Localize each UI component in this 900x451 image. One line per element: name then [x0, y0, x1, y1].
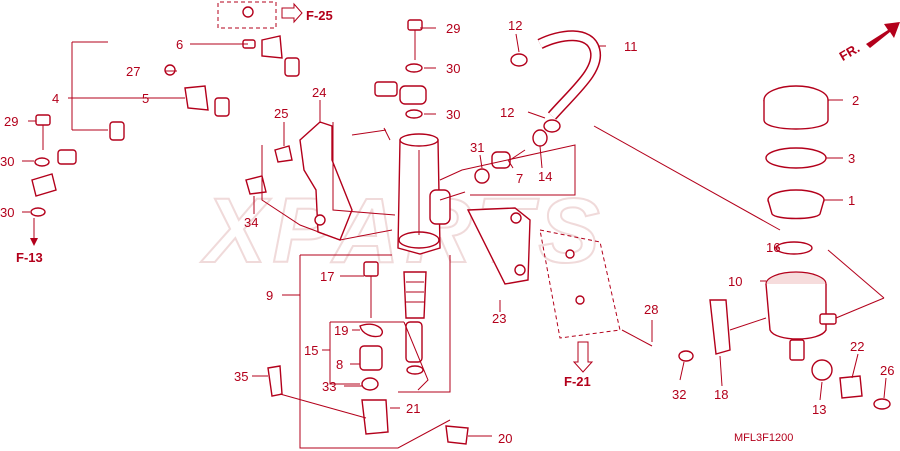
leader-lines	[22, 1, 887, 449]
callout-14: 14	[538, 169, 552, 184]
callout-11: 11	[624, 39, 638, 54]
callout-1: 1	[848, 193, 855, 208]
callout-13: 13	[812, 402, 826, 417]
callout-32: 32	[672, 387, 686, 402]
callout-5: 5	[142, 91, 149, 106]
callout-15: 15	[304, 343, 318, 358]
callout-30-top-b: 30	[446, 107, 460, 122]
callout-7: 7	[516, 171, 523, 186]
ref-f21: F-21	[564, 374, 591, 389]
callout-25: 25	[274, 106, 288, 121]
callout-33: 33	[322, 379, 336, 394]
callout-18: 18	[714, 387, 728, 402]
callout-31: 31	[470, 140, 484, 155]
callout-4: 4	[52, 91, 59, 106]
callout-17: 17	[320, 269, 334, 284]
callout-2: 2	[852, 93, 859, 108]
callout-34: 34	[244, 215, 258, 230]
callout-29-left: 29	[4, 114, 18, 129]
callout-9: 9	[266, 288, 273, 303]
callout-26: 26	[880, 363, 894, 378]
piston-set	[267, 261, 469, 445]
front-direction-arrow: FR.	[837, 22, 900, 64]
callout-23: 23	[492, 311, 506, 326]
ref-f25: F-25	[306, 8, 333, 23]
callout-20: 20	[498, 431, 512, 446]
callout-8: 8	[336, 357, 343, 372]
callout-12-lower: 12	[500, 105, 514, 120]
brake-hose-assembly	[30, 6, 412, 217]
callout-30-left-b: 30	[0, 205, 14, 220]
guard-plate	[466, 207, 653, 347]
catalog-code: MFL3F1200	[734, 432, 793, 444]
callout-21: 21	[406, 401, 420, 416]
callout-10: 10	[728, 274, 742, 289]
callout-3: 3	[848, 151, 855, 166]
callout-29-top: 29	[446, 21, 460, 36]
reservoir-assembly	[678, 85, 891, 410]
callout-22: 22	[850, 339, 864, 354]
callout-12-upper: 12	[508, 18, 522, 33]
callout-24: 24	[312, 85, 326, 100]
ref-f13: F-13	[16, 250, 43, 265]
page-references: F-25 F-13 F-21	[16, 8, 591, 389]
callout-27: 27	[126, 64, 140, 79]
reservoir-hose	[510, 30, 602, 133]
callout-numbers: 1 2 3 4 5 6 7 8 9 10 11 12 12 13 14 15 1…	[0, 18, 894, 446]
callout-30-left-a: 30	[0, 154, 14, 169]
callout-35: 35	[234, 369, 248, 384]
callout-30-top-a: 30	[446, 61, 460, 76]
callout-19: 19	[334, 323, 348, 338]
direction-label: FR.	[837, 40, 863, 63]
callout-28: 28	[644, 302, 658, 317]
callout-16: 16	[766, 240, 780, 255]
callout-6: 6	[176, 37, 183, 52]
